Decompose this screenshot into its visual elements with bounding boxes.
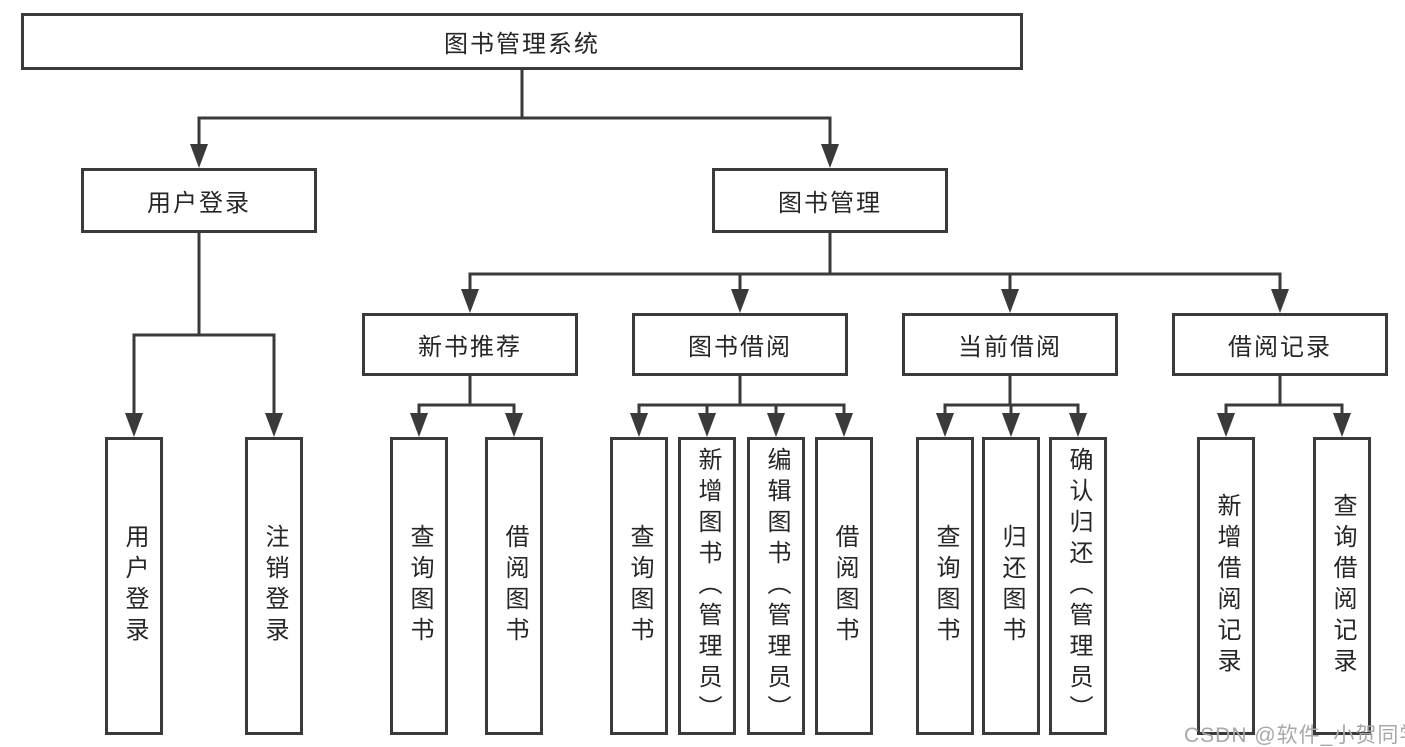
leaf-confirm-return-admin: 确认归还（管理员） xyxy=(1049,437,1107,735)
leaf-logout: 注销登录 xyxy=(245,437,303,735)
connector-user-login-to-leaves xyxy=(125,232,283,437)
leaf-query-books-current: 查询图书 xyxy=(916,437,974,735)
connector-new-books-to-leaves xyxy=(410,376,523,437)
connector-root-to-level2 xyxy=(190,69,839,168)
node-root-library-system: 图书管理系统 xyxy=(21,13,1023,70)
node-user-login: 用户登录 xyxy=(81,168,317,233)
node-book-management: 图书管理 xyxy=(712,168,948,233)
connector-current-borrow-to-leaves xyxy=(936,376,1087,437)
leaf-query-books-borrow: 查询图书 xyxy=(610,437,668,735)
connector-book-management-to-level3 xyxy=(461,232,1289,313)
connector-borrow-records-to-leaves xyxy=(1217,376,1351,437)
node-book-borrow: 图书借阅 xyxy=(632,313,848,376)
node-current-borrow: 当前借阅 xyxy=(902,313,1118,376)
node-new-book-recommend: 新书推荐 xyxy=(362,313,578,376)
leaf-edit-book-admin: 编辑图书（管理员） xyxy=(747,437,805,735)
leaf-return-books: 归还图书 xyxy=(982,437,1040,735)
connector-book-borrow-to-leaves xyxy=(630,376,853,437)
leaf-borrow-books: 借阅图书 xyxy=(815,437,873,735)
leaf-add-borrow-record: 新增借阅记录 xyxy=(1197,437,1255,735)
leaf-borrow-books-recommend: 借阅图书 xyxy=(485,437,543,735)
node-borrow-records: 借阅记录 xyxy=(1172,313,1388,376)
leaf-user-login: 用户登录 xyxy=(105,437,163,735)
csdn-watermark: CSDN @软件_小贺同学 xyxy=(1184,724,1405,747)
leaf-query-borrow-record: 查询借阅记录 xyxy=(1313,437,1371,735)
leaf-add-book-admin: 新增图书（管理员） xyxy=(678,437,736,735)
leaf-query-books-recommend: 查询图书 xyxy=(390,437,448,735)
